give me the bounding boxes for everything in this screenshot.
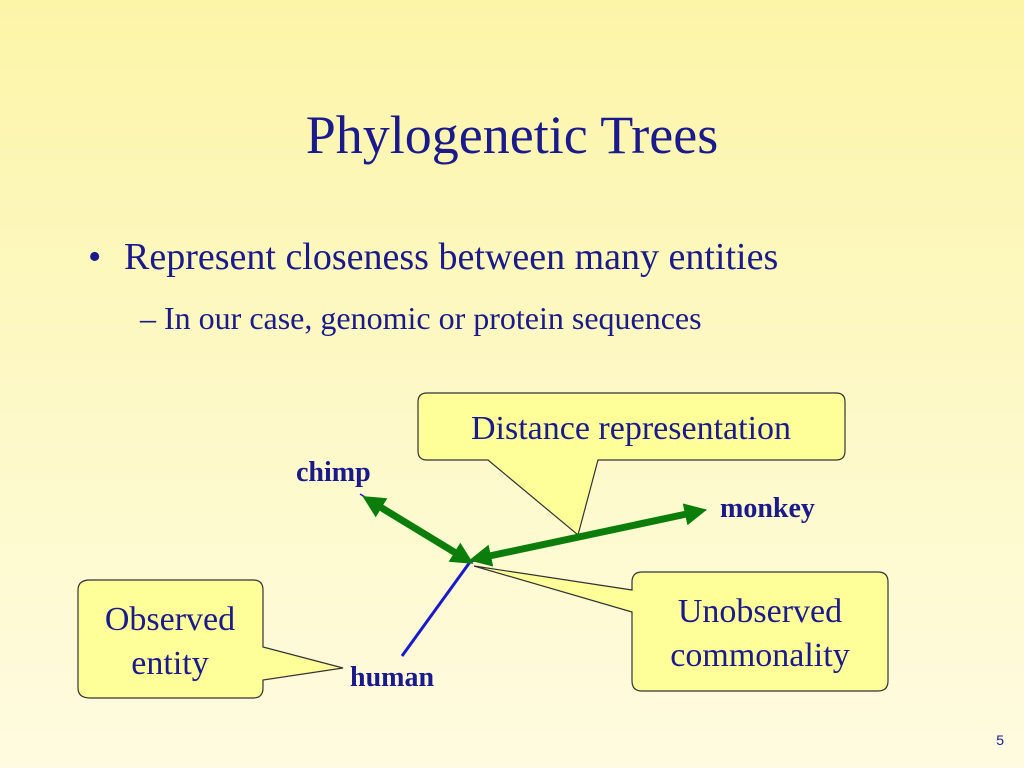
callout-distance-text: Distance representation — [471, 410, 791, 447]
node-label-monkey: monkey — [720, 493, 815, 524]
node-label-chimp: chimp — [296, 457, 371, 488]
bullet-item: • Represent closeness between many entiti… — [88, 232, 778, 282]
callout-observed-line-2: entity — [131, 645, 208, 682]
callout-observed-shape — [77, 579, 344, 699]
branch-human — [400, 561, 472, 657]
page-number: 5 — [996, 732, 1004, 748]
callout-unobserved-commonality: Unobserved commonality — [473, 565, 889, 692]
callout-unobserved-line-1: Unobserved — [678, 593, 842, 630]
callout-distance-shape — [417, 392, 846, 537]
node-label-human: human — [350, 662, 434, 693]
distance-arrow-chimp — [362, 496, 474, 564]
slide-title: Phylogenetic Trees — [305, 105, 719, 165]
callout-distance-representation: Distance representation — [417, 392, 846, 537]
callout-unobserved-line-2: commonality — [670, 637, 849, 674]
bullet-text: Represent closeness between many entitie… — [124, 236, 779, 278]
distance-arrow-monkey — [469, 503, 707, 567]
bullet-dot: • — [88, 236, 102, 278]
callout-observed-line-1: Observed — [105, 601, 235, 638]
callout-unobserved-shape — [473, 565, 889, 692]
callout-observed-entity: Observed entity — [77, 579, 344, 699]
sub-bullet-text: – In our case, genomic or protein sequen… — [140, 300, 702, 336]
